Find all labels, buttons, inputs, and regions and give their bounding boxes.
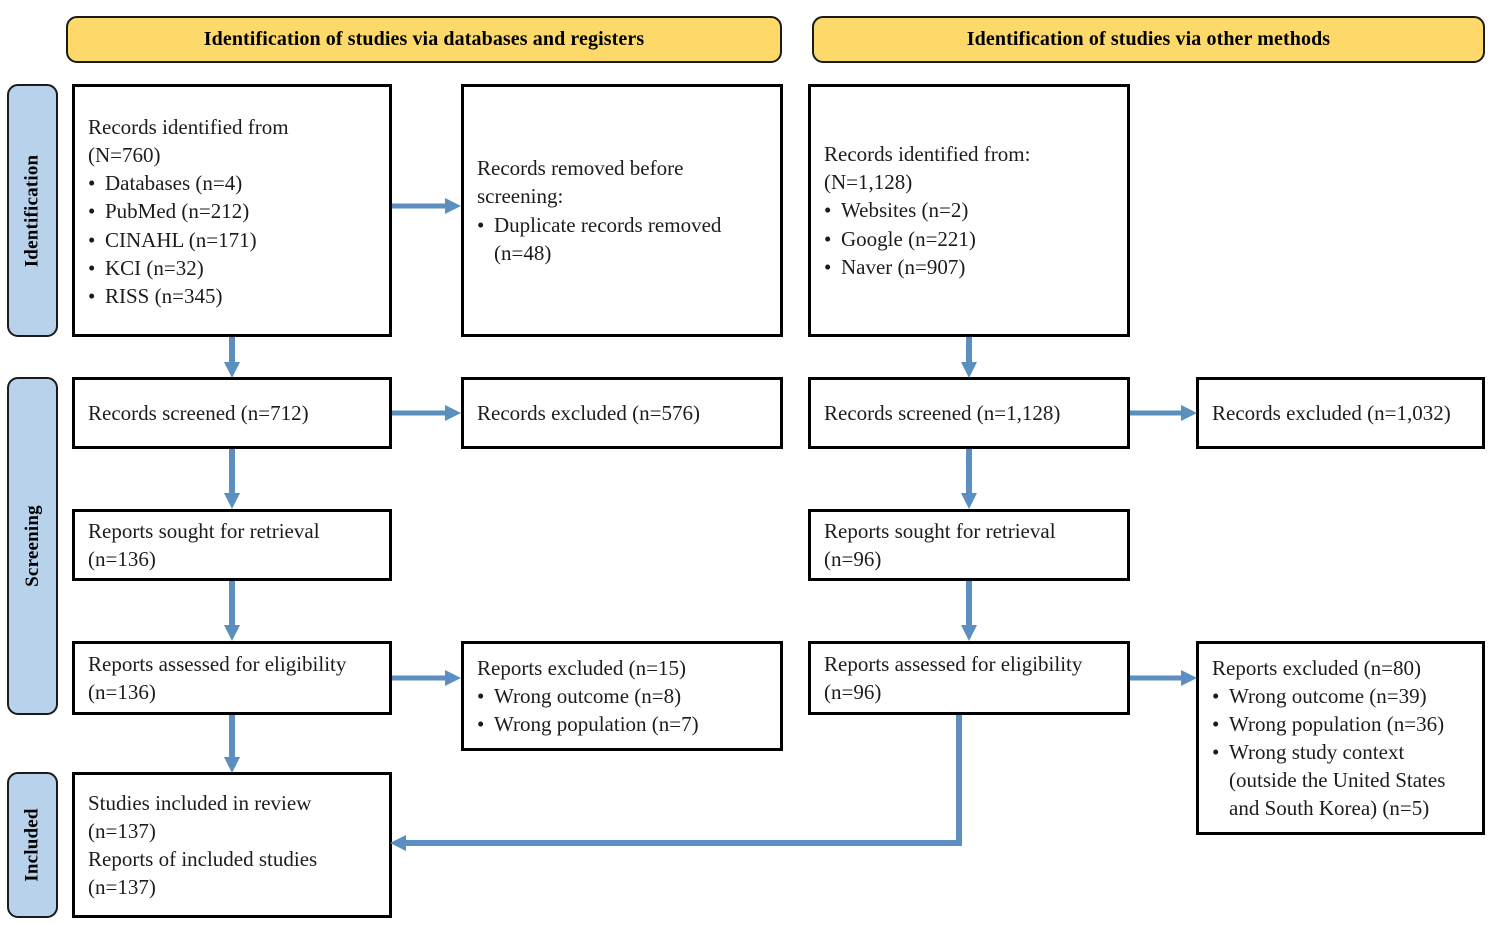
box-records-screened-other-label: Records screened (n=1,128)	[824, 400, 1061, 425]
box-records-identified-databases-heading: Records identified from (N=760)	[88, 115, 289, 168]
rail-identification: Identification	[7, 84, 58, 337]
list-item: Wrong study context	[1212, 738, 1469, 766]
arrow-sought-to-assessed-db	[222, 581, 242, 643]
rail-included: Included	[7, 772, 58, 918]
box-reports-excluded-databases: Reports excluded (n=15) Wrong outcome (n…	[461, 641, 783, 751]
arrow-assessed-to-excluded-other	[1130, 668, 1200, 688]
box-reports-assessed-databases-label: Reports assessed for eligibility (n=136)	[88, 651, 347, 704]
box-records-screened-other: Records screened (n=1,128)	[808, 377, 1130, 449]
box-records-excluded-other-label: Records excluded (n=1,032)	[1212, 400, 1451, 425]
list-item: CINAHL (n=171)	[88, 226, 376, 254]
banner-other-methods: Identification of studies via other meth…	[812, 16, 1485, 63]
box-reports-sought-databases-label: Reports sought for retrieval (n=136)	[88, 518, 320, 571]
box-reports-sought-other: Reports sought for retrieval (n=96)	[808, 509, 1130, 581]
arrow-identified-to-screened-other	[959, 337, 979, 380]
arrow-identified-to-screened-db	[222, 337, 242, 380]
list-item: RISS (n=345)	[88, 282, 376, 310]
box-reports-excluded-databases-list: Wrong outcome (n=8) Wrong population (n=…	[477, 682, 767, 738]
box-reports-sought-databases: Reports sought for retrieval (n=136)	[72, 509, 392, 581]
list-item: Websites (n=2)	[824, 196, 1114, 224]
box-reports-excluded-other: Reports excluded (n=80) Wrong outcome (n…	[1196, 641, 1485, 835]
box-reports-assessed-databases: Reports assessed for eligibility (n=136)	[72, 641, 392, 715]
rail-screening-label: Screening	[21, 505, 43, 587]
box-records-screened-databases-label: Records screened (n=712)	[88, 400, 309, 425]
box-reports-assessed-other: Reports assessed for eligibility (n=96)	[808, 641, 1130, 715]
box-records-screened-databases: Records screened (n=712)	[72, 377, 392, 449]
box-records-removed-before-screening: Records removed before screening: Duplic…	[461, 84, 783, 337]
banner-other-methods-label: Identification of studies via other meth…	[966, 28, 1331, 50]
list-item: Wrong population (n=36)	[1212, 710, 1469, 738]
arrow-screened-to-sought-db	[222, 449, 242, 511]
box-records-excluded-databases: Records excluded (n=576)	[461, 377, 783, 449]
box-records-identified-databases: Records identified from (N=760) Database…	[72, 84, 392, 337]
box-reports-excluded-other-content: Reports excluded (n=80) Wrong outcome (n…	[1212, 654, 1469, 823]
box-records-removed-content: Records removed before screening: Duplic…	[477, 154, 767, 267]
box-studies-included-label: Studies included in review (n=137) Repor…	[88, 790, 318, 900]
list-item: Wrong outcome (n=8)	[477, 682, 767, 710]
arrow-sought-to-assessed-other	[959, 581, 979, 643]
arrow-screened-to-excluded-db	[392, 403, 464, 423]
box-records-identified-other: Records identified from: (N=1,128) Websi…	[808, 84, 1130, 337]
arrow-assessed-other-to-included	[385, 712, 985, 852]
list-item: Duplicate records removed	[477, 211, 767, 239]
box-records-excluded-databases-label: Records excluded (n=576)	[477, 400, 700, 425]
rail-included-label: Included	[21, 808, 43, 882]
arrow-screened-to-sought-other	[959, 449, 979, 511]
box-reports-excluded-other-list: Wrong outcome (n=39) Wrong population (n…	[1212, 682, 1469, 823]
box-records-identified-other-content: Records identified from: (N=1,128) Websi…	[824, 140, 1114, 281]
list-item: and South Korea) (n=5)	[1229, 796, 1430, 821]
box-reports-assessed-other-label: Reports assessed for eligibility (n=96)	[824, 651, 1083, 704]
box-reports-sought-other-label: Reports sought for retrieval (n=96)	[824, 518, 1056, 571]
arrow-identified-to-removed	[392, 196, 464, 216]
box-records-identified-databases-list: Databases (n=4) PubMed (n=212) CINAHL (n…	[88, 169, 376, 310]
banner-databases-registers: Identification of studies via databases …	[66, 16, 782, 63]
box-reports-excluded-databases-heading: Reports excluded (n=15)	[477, 655, 686, 680]
arrow-screened-to-excluded-other	[1130, 403, 1200, 423]
list-item: PubMed (n=212)	[88, 197, 376, 225]
list-item: Google (n=221)	[824, 225, 1114, 253]
list-item: (outside the United States	[1229, 768, 1446, 793]
box-records-removed-list: Duplicate records removed (n=48)	[477, 211, 767, 267]
box-records-identified-other-list: Websites (n=2) Google (n=221) Naver (n=9…	[824, 196, 1114, 280]
banner-databases-registers-label: Identification of studies via databases …	[203, 28, 645, 50]
box-records-excluded-other: Records excluded (n=1,032)	[1196, 377, 1485, 449]
box-records-removed-heading: Records removed before screening:	[477, 156, 684, 209]
list-item: Naver (n=907)	[824, 253, 1114, 281]
list-item: (n=48)	[494, 240, 552, 265]
list-item: KCI (n=32)	[88, 254, 376, 282]
list-item: Wrong outcome (n=39)	[1212, 682, 1469, 710]
arrow-assessed-to-included-db	[222, 715, 242, 775]
rail-screening: Screening	[7, 377, 58, 715]
box-records-identified-other-heading: Records identified from: (N=1,128)	[824, 142, 1031, 195]
rail-identification-label: Identification	[21, 154, 43, 267]
arrow-assessed-to-excluded-db	[392, 668, 464, 688]
list-item: Databases (n=4)	[88, 169, 376, 197]
box-reports-excluded-other-heading: Reports excluded (n=80)	[1212, 655, 1421, 680]
list-item: Wrong population (n=7)	[477, 710, 767, 738]
box-reports-excluded-databases-content: Reports excluded (n=15) Wrong outcome (n…	[477, 654, 767, 738]
box-studies-included: Studies included in review (n=137) Repor…	[72, 772, 392, 918]
